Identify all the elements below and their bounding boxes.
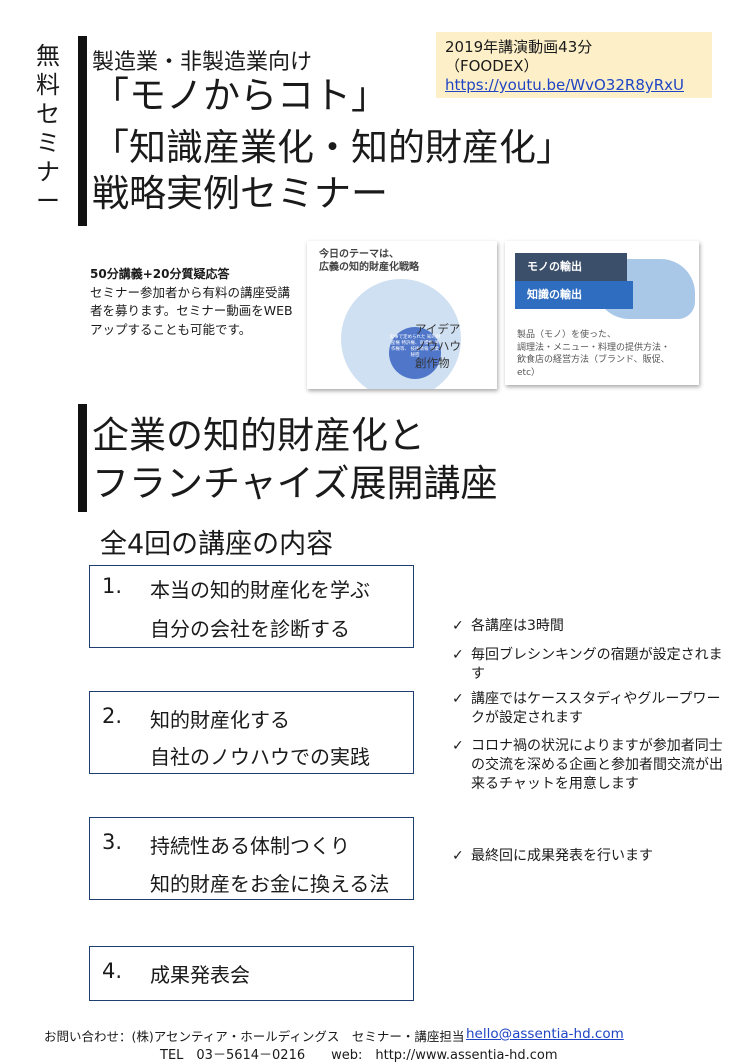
video-link[interactable]: https://youtu.be/WvO32R8yRxU bbox=[445, 76, 685, 94]
check-icon: ✓ bbox=[452, 738, 464, 754]
bullet-item: ✓ 毎回ブレシンキングの宿題が設定されます bbox=[452, 646, 724, 684]
course-box-2: 2. 知的財産化する 自社のノウハウでの実践 bbox=[89, 691, 414, 774]
slide1-caption: アイデア ノウハウ 創作物 bbox=[415, 321, 461, 372]
bullet-text: 講座ではケーススタディやグループワークが設定されます bbox=[471, 691, 721, 726]
slide-thumbnail-ip-strategy: 今日のテーマは、 広義の知的財産化戦略 実事で定められた 知的財産権 特許権、商… bbox=[307, 241, 497, 389]
course-title-line-1: 企業の知的財産化と bbox=[92, 414, 425, 457]
check-icon: ✓ bbox=[452, 618, 464, 634]
arrow-knowledge-export: 知識の輸出 bbox=[515, 281, 633, 309]
video-event: （FOODEX） bbox=[445, 57, 539, 75]
course-line-1: 本当の知的財産化を学ぶ bbox=[150, 578, 370, 602]
course-box-4: 4. 成果発表会 bbox=[89, 946, 414, 1001]
course-line-1: 知的財産化する bbox=[150, 708, 290, 732]
check-icon: ✓ bbox=[452, 848, 464, 864]
course-line-1: 成果発表会 bbox=[150, 963, 250, 987]
slide2-caption: 製品（モノ）を使った、 調理法・メニュー・料理の提供方法・ 飲食店の経営方法（ブ… bbox=[517, 329, 670, 379]
title-accent-bar bbox=[78, 404, 87, 512]
course-line-2: 知的財産をお金に換える法 bbox=[150, 872, 390, 896]
course-title-line-2: フランチャイズ展開講座 bbox=[92, 462, 498, 505]
course-box-1: 1. 本当の知的財産化を学ぶ 自分の会社を診断する bbox=[89, 565, 414, 648]
inner-circle: 実事で定められた 知的財産権 特許権、商標権 著作権等、 技術情報 営業秘密 bbox=[389, 327, 441, 379]
intro-text: セミナー参加者から有料の講座受講者を募ります。セミナー動画をWEBアップすること… bbox=[90, 284, 293, 337]
bullet-text: 最終回に成果発表を行います bbox=[471, 848, 653, 864]
arrow-goods-export: モノの輸出 bbox=[515, 253, 627, 281]
slide1-title: 今日のテーマは、 広義の知的財産化戦略 bbox=[319, 248, 419, 274]
slide2-caption-line2: 調理法・メニュー・料理の提供方法・ bbox=[517, 342, 671, 353]
slide1-title-line1: 今日のテーマは、 bbox=[319, 249, 399, 260]
course-line-2: 自社のノウハウでの実践 bbox=[150, 745, 370, 769]
bullet-item: ✓ 講座ではケーススタディやグループワークが設定されます bbox=[452, 690, 724, 728]
header-line-3: 戦略実例セミナー bbox=[92, 172, 388, 215]
slide1-caption-line3: 創作物 bbox=[415, 356, 450, 370]
slide-thumbnail-knowledge-export: モノの輸出 知識の輸出 製品（モノ）を使った、 調理法・メニュー・料理の提供方法… bbox=[505, 241, 699, 385]
slide2-caption-line1: 製品（モノ）を使った、 bbox=[517, 330, 617, 340]
slide2-caption-line3: 飲食店の経営方法（ブランド、販促、 bbox=[517, 355, 670, 365]
slide2-caption-line4: etc） bbox=[517, 367, 541, 378]
course-number: 4. bbox=[102, 959, 123, 983]
bullet-text: 毎回ブレシンキングの宿題が設定されます bbox=[471, 647, 723, 682]
video-info-box: 2019年講演動画43分 （FOODEX） https://youtu.be/W… bbox=[436, 32, 712, 98]
header-accent-bar bbox=[78, 36, 87, 226]
header-line-2: 「知識産業化・知的財産化」 bbox=[92, 126, 573, 169]
free-seminar-label: 無料セミナー bbox=[36, 42, 60, 215]
course-number: 2. bbox=[102, 704, 123, 728]
intro-bold: 50分講義+20分質疑応答 bbox=[90, 267, 230, 281]
bullet-item: ✓ 最終回に成果発表を行います bbox=[452, 847, 724, 866]
check-icon: ✓ bbox=[452, 691, 464, 707]
bullet-item: ✓ コロナ禍の状況によりますが参加者同士の交流を深める企画と参加者間交流が出来る… bbox=[452, 737, 724, 794]
header-subtitle: 製造業・非製造業向け bbox=[92, 50, 313, 75]
header-line-1: 「モノからコト」 bbox=[92, 74, 388, 117]
slide1-caption-line2: ノウハウ bbox=[415, 339, 461, 353]
intro-block: 50分講義+20分質疑応答 セミナー参加者から有料の講座受講者を募ります。セミナ… bbox=[90, 265, 298, 339]
slide1-title-line2: 広義の知的財産化戦略 bbox=[319, 262, 419, 273]
bullet-text: 各講座は3時間 bbox=[471, 618, 564, 634]
course-line-1: 持続性ある体制つくり bbox=[150, 834, 350, 858]
bullet-text: コロナ禍の状況によりますが参加者同士の交流を深める企画と参加者間交流が出来るチャ… bbox=[471, 738, 723, 792]
outer-circle: 実事で定められた 知的財産権 特許権、商標権 著作権等、 技術情報 営業秘密 bbox=[341, 279, 461, 389]
course-number: 3. bbox=[102, 830, 123, 854]
check-icon: ✓ bbox=[452, 647, 464, 663]
footer-tel-web: TEL 03－5614－0216 web: http://www.assenti… bbox=[160, 1048, 558, 1063]
bullet-item: ✓ 各講座は3時間 bbox=[452, 617, 724, 636]
footer-contact: お問い合わせ：(株)アセンティア・ホールディングス セミナー・講座担当 bbox=[44, 1029, 465, 1044]
course-box-3: 3. 持続性ある体制つくり 知的財産をお金に換える法 bbox=[89, 817, 414, 900]
course-heading: 全4回の講座の内容 bbox=[100, 529, 334, 560]
course-number: 1. bbox=[102, 574, 123, 598]
slide1-caption-line1: アイデア bbox=[415, 322, 461, 336]
video-title: 2019年講演動画43分 bbox=[445, 38, 593, 56]
footer-email-link[interactable]: hello@assentia-hd.com bbox=[466, 1026, 624, 1042]
course-line-2: 自分の会社を診断する bbox=[150, 617, 350, 641]
